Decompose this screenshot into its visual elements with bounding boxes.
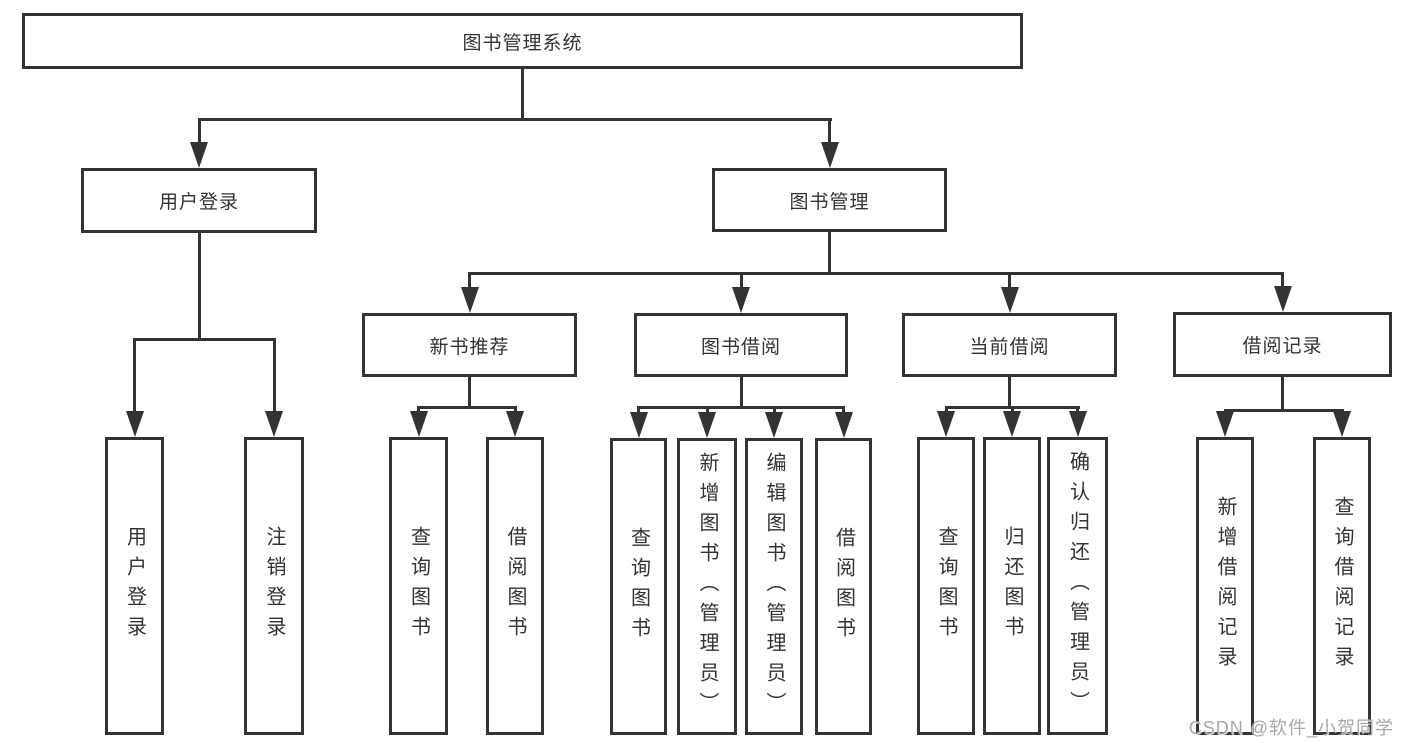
connector-line: [198, 118, 832, 121]
arrow-down-icon: [461, 287, 479, 313]
arrow-down-icon: [410, 411, 428, 437]
arrow-down-icon: [698, 412, 716, 438]
connector-line: [1224, 409, 1344, 412]
node-label-leaf-add-books-admin: 新增图书（管理员）: [696, 451, 718, 722]
connector-line: [828, 232, 831, 275]
connector-line: [198, 121, 201, 142]
connector-line: [273, 341, 276, 411]
node-label-system: 图书管理系统: [462, 32, 583, 54]
arrow-down-icon: [732, 287, 750, 313]
node-leaf-query-books-rec: 查询图书: [389, 437, 448, 735]
node-leaf-borrow-books-borrow: 借阅图书: [815, 438, 872, 735]
node-label-leaf-confirm-return-admin: 确认归还（管理员）: [1066, 451, 1089, 721]
node-book-management: 图书管理: [712, 168, 947, 232]
connector-line: [1008, 377, 1011, 409]
node-leaf-query-borrow-record: 查询借阅记录: [1313, 437, 1371, 735]
connector-line: [1076, 409, 1079, 411]
connector-line: [637, 409, 640, 412]
connector-line: [198, 233, 201, 341]
node-leaf-add-borrow-record: 新增借阅记录: [1196, 437, 1254, 735]
arrow-down-icon: [1069, 411, 1087, 437]
connector-line: [468, 275, 471, 287]
arrow-down-icon: [765, 412, 783, 438]
connector-line: [468, 272, 1284, 275]
node-leaf-add-books-admin: 新增图书（管理员）: [677, 438, 737, 735]
connector-line: [133, 341, 136, 411]
node-leaf-borrow-books-rec: 借阅图书: [486, 437, 544, 735]
arrow-down-icon: [265, 411, 283, 437]
node-book-borrowing: 图书借阅: [634, 313, 848, 377]
connector-line: [740, 377, 743, 409]
node-label-leaf-query-borrow-record: 查询借阅记录: [1331, 496, 1353, 676]
connector-line: [133, 338, 276, 341]
arrow-down-icon: [1274, 286, 1292, 312]
connector-line: [1281, 275, 1284, 286]
node-leaf-query-books-current: 查询图书: [917, 437, 975, 735]
arrow-down-icon: [821, 142, 839, 168]
node-system: 图书管理系统: [22, 13, 1023, 69]
node-label-leaf-add-borrow-record: 新增借阅记录: [1214, 496, 1236, 676]
arrow-down-icon: [630, 412, 648, 438]
connector-line: [828, 121, 831, 142]
arrow-down-icon: [1003, 411, 1021, 437]
node-new-book-recommend: 新书推荐: [362, 313, 577, 377]
node-user-login: 用户登录: [81, 168, 317, 233]
node-leaf-return-books: 归还图书: [983, 437, 1041, 735]
arrow-down-icon: [1001, 287, 1019, 313]
node-label-leaf-query-books-borrow: 查询图书: [627, 526, 650, 647]
node-label-borrowing-records: 借阅记录: [1242, 336, 1323, 357]
node-borrowing-records: 借阅记录: [1173, 312, 1392, 377]
arrow-down-icon: [190, 142, 208, 168]
connector-line: [842, 409, 845, 412]
arrow-down-icon: [1216, 411, 1234, 437]
arrow-down-icon: [937, 411, 955, 437]
connector-line: [1008, 275, 1011, 287]
node-label-current-borrowing: 当前借阅: [969, 336, 1050, 358]
arrow-down-icon: [835, 412, 853, 438]
connector-line: [740, 275, 743, 287]
connector-line: [514, 409, 517, 411]
connector-line: [417, 409, 420, 411]
node-label-book-management: 图书管理: [789, 191, 870, 213]
connector-line: [1281, 377, 1284, 412]
connector-line: [521, 69, 524, 121]
node-label-leaf-query-books-current: 查询图书: [935, 526, 957, 646]
connector-line: [1011, 409, 1014, 411]
connector-line: [945, 406, 1080, 409]
csdn-watermark: CSDN @软件_小贺同学: [1188, 718, 1394, 738]
connector-line: [417, 406, 517, 409]
connector-line: [773, 409, 776, 412]
connector-line: [468, 377, 471, 409]
arrow-down-icon: [506, 411, 524, 437]
node-label-leaf-borrow-books-rec: 借阅图书: [504, 526, 526, 646]
node-label-leaf-borrow-books-borrow: 借阅图书: [832, 526, 855, 647]
node-label-leaf-logout: 注销登录: [263, 526, 285, 646]
node-label-leaf-return-books: 归还图书: [1001, 526, 1023, 646]
node-label-leaf-edit-books-admin: 编辑图书（管理员）: [763, 451, 785, 722]
node-label-book-borrowing: 图书借阅: [700, 336, 781, 358]
node-leaf-logout: 注销登录: [244, 437, 304, 735]
connector-line: [945, 409, 948, 411]
node-leaf-query-books-borrow: 查询图书: [610, 438, 667, 735]
node-label-leaf-query-books-rec: 查询图书: [407, 526, 430, 646]
node-leaf-user-login: 用户登录: [105, 437, 164, 735]
connector-line: [706, 409, 709, 412]
node-label-new-book-recommend: 新书推荐: [429, 336, 510, 358]
arrow-down-icon: [126, 411, 144, 437]
node-leaf-confirm-return-admin: 确认归还（管理员）: [1047, 437, 1108, 735]
node-leaf-edit-books-admin: 编辑图书（管理员）: [745, 438, 803, 735]
connector-line: [637, 406, 845, 409]
node-label-user-login: 用户登录: [158, 192, 239, 213]
node-current-borrowing: 当前借阅: [902, 313, 1117, 377]
node-label-leaf-user-login: 用户登录: [123, 526, 146, 646]
arrow-down-icon: [1333, 411, 1351, 437]
